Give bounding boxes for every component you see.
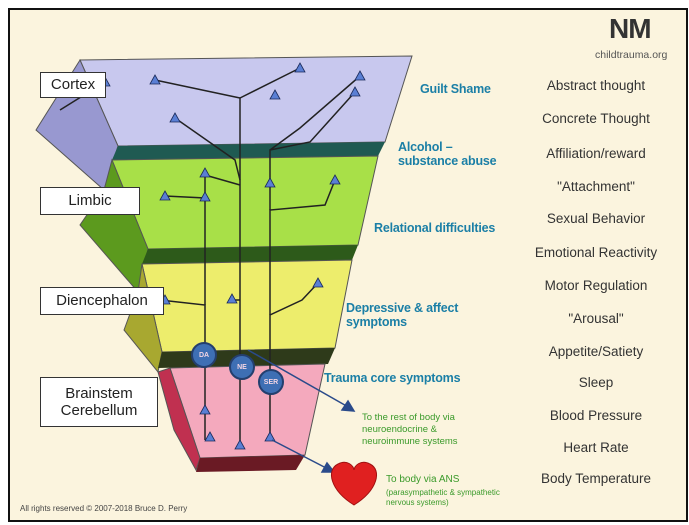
symptom-trauma-core: Trauma core symptoms bbox=[324, 371, 460, 385]
route-ans-detail: (parasympathetic & sympathetic nervous s… bbox=[386, 488, 500, 507]
function-label: Motor Regulation bbox=[511, 278, 681, 293]
route-ans-title: To body via ANS bbox=[386, 474, 459, 487]
function-label: Sexual Behavior bbox=[511, 211, 681, 226]
diencephalon-top bbox=[142, 260, 352, 352]
region-cortex: Cortex bbox=[40, 72, 106, 98]
function-label: Concrete Thought bbox=[511, 111, 681, 126]
logo-site: childtrauma.org bbox=[595, 49, 667, 61]
function-label: Affiliation/reward bbox=[511, 146, 681, 161]
region-brainstem: Brainstem Cerebellum bbox=[40, 377, 158, 427]
region-diencephalon: Diencephalon bbox=[40, 287, 164, 315]
function-label: Heart Rate bbox=[511, 440, 681, 455]
symptom-relational: Relational difficulties bbox=[374, 221, 495, 235]
route-neuro-systems: To the rest of body via neuroendocrine &… bbox=[362, 412, 458, 448]
function-label: "Attachment" bbox=[511, 179, 681, 194]
region-limbic: Limbic bbox=[40, 187, 140, 215]
function-label: Body Temperature bbox=[511, 471, 681, 486]
function-label: Sleep bbox=[511, 375, 681, 390]
function-label: Appetite/Satiety bbox=[511, 344, 681, 359]
function-label: Abstract thought bbox=[511, 78, 681, 93]
symptom-depressive: Depressive & affect symptoms bbox=[346, 301, 458, 330]
neurotransmitter-ser: SER bbox=[258, 369, 284, 395]
limbic-top bbox=[112, 156, 378, 249]
neurotransmitter-da: DA bbox=[191, 342, 217, 368]
function-label: Blood Pressure bbox=[511, 408, 681, 423]
logo-mark: NM bbox=[609, 13, 651, 45]
function-label: "Arousal" bbox=[511, 311, 681, 326]
function-label: Emotional Reactivity bbox=[511, 245, 681, 260]
cortex-top bbox=[80, 56, 412, 146]
neurotransmitter-ne: NE bbox=[229, 354, 255, 380]
symptom-cortex: Guilt Shame bbox=[420, 82, 491, 96]
heart-icon bbox=[331, 462, 376, 505]
copyright-notice: All rights reserved © 2007-2018 Bruce D.… bbox=[20, 504, 187, 513]
symptom-alcohol: Alcohol – substance abuse bbox=[398, 140, 496, 169]
